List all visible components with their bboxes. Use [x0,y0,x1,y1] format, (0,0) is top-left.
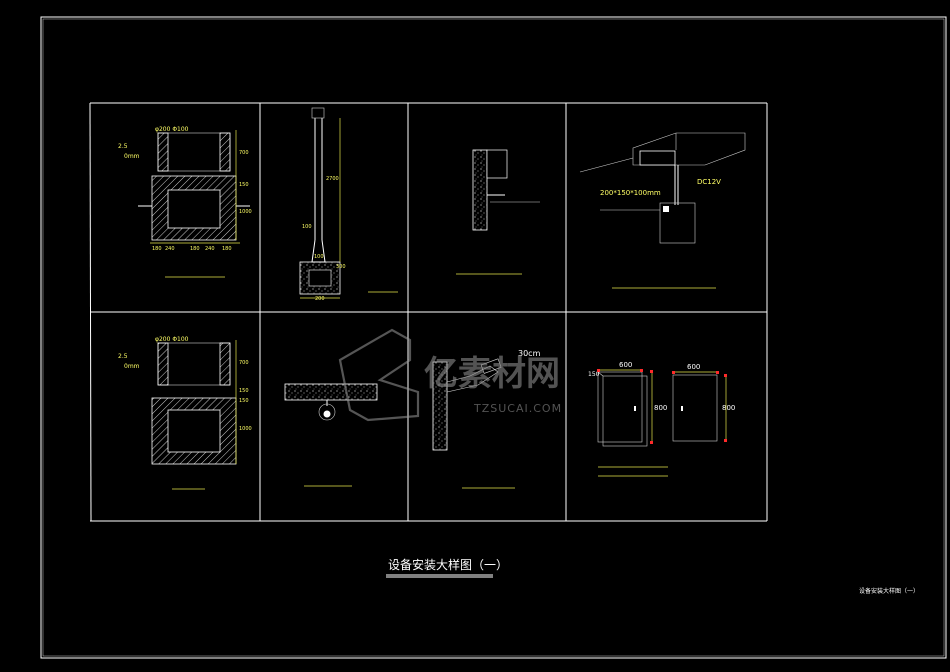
cab1-depth: 150 [588,371,600,378]
cabinet-1 [597,371,643,443]
watermark-logo-icon [338,328,420,422]
cab2-width: 600 [687,363,700,371]
well-lid [157,132,231,172]
cab1-height: 800 [654,404,667,412]
watermark-brand: 亿素材网 [424,354,560,394]
p1-note-mid: 2.5 [118,143,128,150]
panel-1-well-detail: φ200 Φ100 2.5 0mm 700 150 1000 180 240 1… [118,126,252,278]
p4-voltage-label: DC12V [697,178,721,186]
panel-7-wall-camera: 30cm [432,349,541,489]
cab2-height: 800 [722,404,735,412]
inner-frame [42,18,945,657]
p5-note-low: 0mm [124,363,140,370]
p5-dim-700: 700 [239,360,249,366]
watermark-url: TZSUCAI.COM [473,402,562,415]
dome-camera [318,403,336,421]
p7-note: 30cm [518,349,541,358]
equipment-box [659,202,696,244]
wall-section [472,149,488,231]
p2-dim-2700: 2700 [326,176,339,182]
panel-2-pole-elevation: 2700 100 100 300 200 [299,107,398,302]
p1-dim-b3: 180 [190,246,200,252]
ceiling-slab [284,383,378,401]
wall-section-2 [432,361,448,451]
p2-dim-300: 300 [336,264,346,270]
p1-dim-b5: 180 [222,246,232,252]
sheet-title: 设备安装大样图（一） [388,557,508,572]
outer-frame [40,16,947,659]
p5-dim-150a: 150 [239,388,249,394]
cab1-width: 600 [619,361,632,369]
title-block-label: 设备安装大样图（一） [859,587,919,595]
p4-size-label: 200*150*100mm [600,189,661,197]
p2-dim-200: 200 [315,296,325,302]
panel-6-dome-camera [284,383,378,487]
panel-5-well-detail: φ200 Φ100 2.5 0mm 700 150 150 1000 [118,336,252,490]
p2-dim-100a: 100 [302,224,312,230]
p1-dim-150: 150 [239,182,249,188]
watermark: 亿素材网 TZSUCAI.COM [338,328,562,422]
p1-dim-b4: 240 [205,246,215,252]
p1-note-low: 0mm [124,153,140,160]
p1-dim-b1: 180 [152,246,162,252]
panel-8-cabinets: 600 800 150 600 800 [588,361,735,477]
panel-3-wall-mount [456,149,540,275]
panel-4-ceiling-box: 200*150*100mm DC12V [579,132,746,289]
p5-note-mid: 2.5 [118,353,128,360]
p1-dim-b2: 240 [165,246,175,252]
p5-note-top: φ200 Φ100 [155,336,189,343]
cabinet-2 [672,374,718,442]
panel-grid [89,102,768,522]
p1-note-top: φ200 Φ100 [155,126,189,133]
p1-dim-1000: 1000 [239,209,252,215]
p2-dim-100b: 100 [314,254,324,260]
p1-dim-700: 700 [239,150,249,156]
p5-dim-150b: 150 [239,398,249,404]
p5-dim-1000: 1000 [239,426,252,432]
